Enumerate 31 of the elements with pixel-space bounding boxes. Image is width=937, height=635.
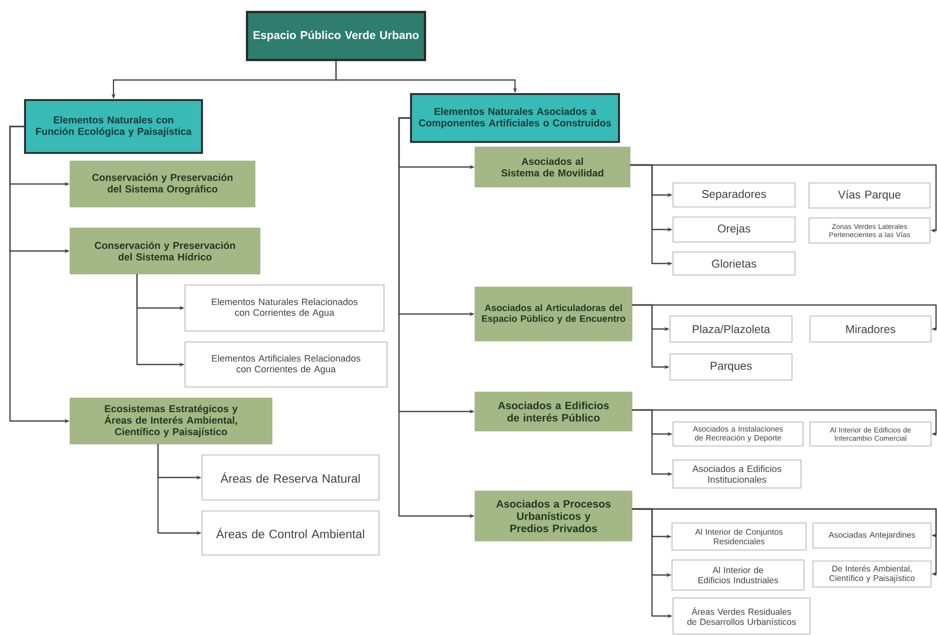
subcategory-box: Asociados a Procesos Urbanísticos y Predios Privados — [474, 490, 632, 542]
item-box: Áreas Verdes Residuales de Desarrollos Urbanísticos — [672, 598, 810, 634]
item-box: Miradores — [810, 316, 932, 342]
item-box: Al Interior de Edificios Industriales — [672, 560, 804, 590]
item-box: Asociadas Antejardines — [812, 522, 932, 548]
item-box: De Interés Ambiental, Científico y Paisajístico — [812, 560, 932, 588]
category-box: Elementos Naturales Asociados a Componentes Artificiales o Construidos — [410, 93, 620, 143]
item-box: Al Interior de Conjuntos Residenciales — [672, 522, 806, 550]
subcategory-box: Conservación y Preservación del Sistema Orográfico — [70, 160, 256, 208]
item-box: Parques — [670, 354, 792, 380]
arrow — [632, 508, 937, 576]
subcategory-box: Conservación y Preservación del Sistema Hídrico — [70, 228, 260, 274]
subcategory-box: Asociados al Sistema de Movilidad — [474, 146, 630, 188]
item-box: Vías Parque — [808, 182, 930, 208]
subcategory-box: Asociados al Articuladoras del Espacio Público y de Encuentro — [474, 286, 632, 342]
item-box: Glorietas — [672, 252, 796, 276]
arrow — [632, 409, 937, 436]
item-box: Elementos Artificiales Relacionados con Corrientes de Agua — [184, 342, 388, 388]
item-box: Áreas de Reserva Natural — [202, 454, 380, 500]
item-box: Asociados a Edificios Institucionales — [672, 460, 802, 488]
subcategory-box: Asociados a Edificios de interés Público — [474, 392, 632, 432]
item-box: Orejas — [672, 216, 796, 242]
subcategory-box: Ecosistemas Estratégicos y Áreas de Interés Ambiental, Científico y Paisajístico — [70, 398, 272, 444]
item-box: Plaza/Plazoleta — [670, 316, 792, 342]
item-box: Separadores — [672, 182, 796, 208]
arrow — [632, 304, 937, 332]
item-box: Áreas de Control Ambiental — [202, 510, 380, 556]
arrow — [630, 164, 937, 233]
category-box: Elementos Naturales con Función Ecológica y Paisajística — [24, 99, 203, 154]
item-box: Elementos Naturales Relacionados con Corrientes de Agua — [184, 284, 384, 332]
title-box: Espacio Público Verde Urbano — [246, 10, 426, 62]
